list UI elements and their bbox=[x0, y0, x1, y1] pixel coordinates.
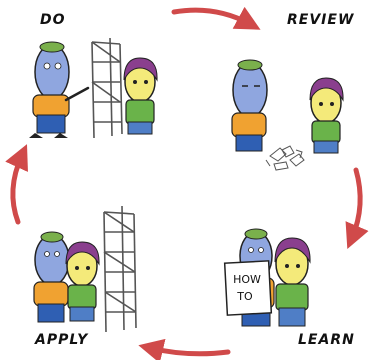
do-scene bbox=[29, 37, 158, 139]
stage-label-review: REVIEW bbox=[287, 12, 355, 28]
arrow-learn-to-apply-icon bbox=[138, 338, 231, 360]
sign-line-1: HOW bbox=[233, 273, 261, 286]
sign-line-2: TO bbox=[236, 290, 253, 303]
person-yellow-review-icon bbox=[309, 77, 344, 154]
paper-pile-icon bbox=[265, 145, 305, 171]
tall-tower-structure-icon bbox=[103, 205, 137, 333]
stage-label-do: DO bbox=[40, 12, 66, 28]
learn-scene: HOW TO bbox=[223, 228, 311, 327]
person-yellow-learn-icon bbox=[274, 237, 311, 327]
review-scene bbox=[231, 59, 344, 171]
person-blue-apply-icon bbox=[33, 231, 70, 323]
how-to-sign-icon: HOW TO bbox=[223, 260, 273, 316]
person-blue-do-icon bbox=[29, 41, 90, 138]
person-blue-review-icon bbox=[231, 59, 268, 152]
person-yellow-apply-icon bbox=[65, 241, 100, 322]
person-yellow-do-icon bbox=[123, 57, 158, 135]
arrow-review-to-learn-icon bbox=[345, 167, 369, 250]
arrow-apply-to-do-icon bbox=[5, 144, 28, 225]
stage-label-learn: LEARN bbox=[298, 332, 355, 348]
arrow-do-to-review-icon bbox=[171, 6, 261, 30]
apply-scene bbox=[33, 205, 137, 333]
stage-label-apply: APPLY bbox=[35, 332, 89, 348]
tower-structure-icon bbox=[91, 37, 123, 139]
